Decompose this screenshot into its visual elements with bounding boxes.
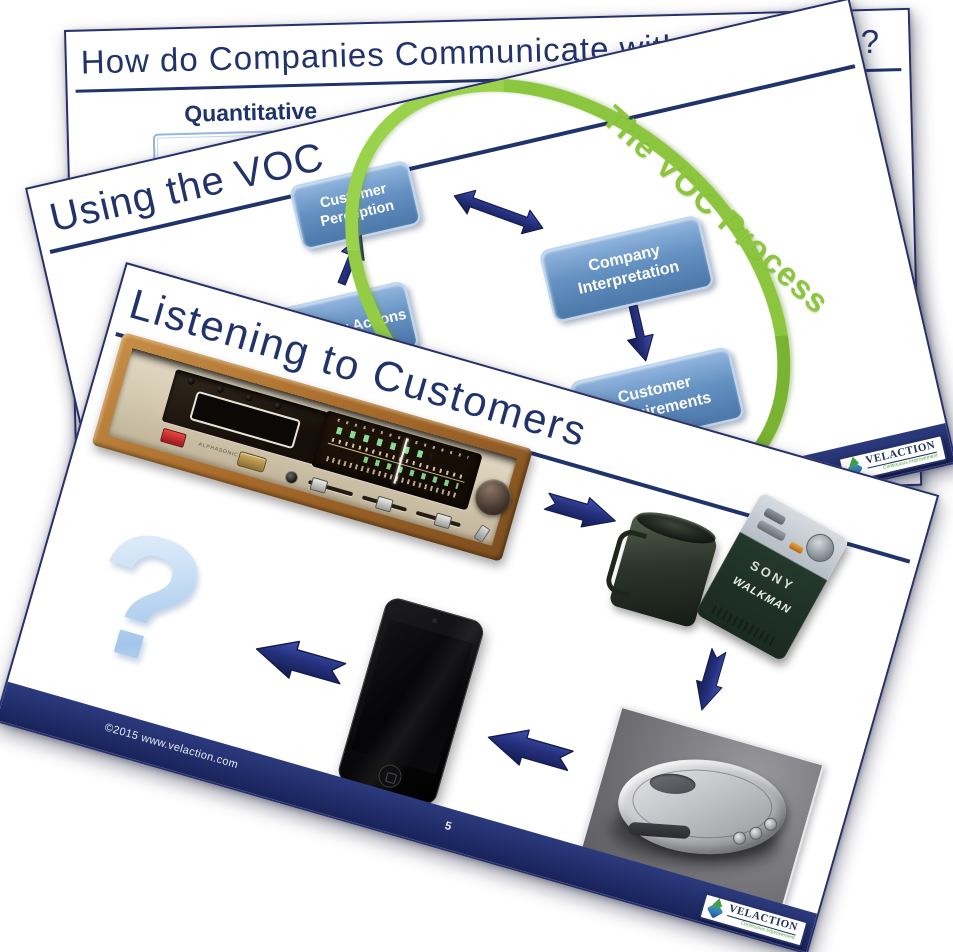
smartphone-image: [335, 595, 487, 808]
radio-dial: [310, 410, 483, 511]
slide-front: Listening to Customers ALPHASONIC: [0, 262, 940, 952]
cartridge-door: [161, 369, 329, 465]
slider-control: [307, 476, 354, 497]
arrow-right-icon: [543, 492, 616, 528]
tuning-knob: [471, 475, 516, 520]
down-arrow-icon: [627, 304, 654, 362]
question-mark-graphic: ?: [67, 489, 225, 708]
velaction-diamond-icon: [705, 896, 726, 920]
walkman-image: SONY WALKMAN: [603, 467, 851, 666]
double-arrow-icon: [453, 189, 544, 235]
arrow-left-icon: [487, 729, 574, 772]
program-button: [236, 450, 268, 473]
slide-middle: Using the VOC Customer Perception Compan…: [25, 0, 953, 654]
toggle-switch: [473, 524, 491, 544]
arrow-left-icon: [255, 640, 347, 685]
quantitative-label: Quantitative: [183, 97, 318, 127]
walkman-device: SONY WALKMAN: [694, 490, 851, 662]
slider-control: [361, 495, 408, 513]
walkman-dial: [801, 528, 840, 567]
eight-track-brand-text: ALPHASONIC: [197, 442, 239, 459]
headphone-jack: [283, 469, 300, 486]
indicator-lamp: [159, 427, 187, 448]
arrow-down-icon: [696, 647, 727, 711]
up-arrow-icon: [337, 234, 365, 286]
slider-control: [415, 510, 461, 530]
